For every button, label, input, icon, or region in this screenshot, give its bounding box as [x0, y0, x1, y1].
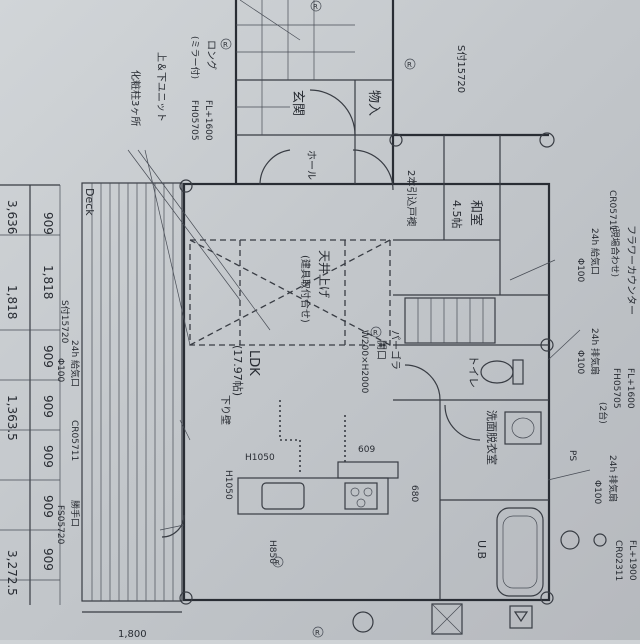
dim-909-b: 909 [41, 345, 55, 368]
r-marker-4: R [373, 329, 378, 337]
note-dim-609: 609 [358, 445, 375, 455]
exterior-fixtures [352, 530, 607, 635]
left-dimension-labels: 909 1,818 909 909 909 909 909 3,636 1,81… [5, 200, 55, 596]
annotations: ロング (ミラー付) 上＆下ユニット 化粧柱3ヶ所 FL+1600 FH0570… [55, 36, 637, 640]
structural-columns [179, 132, 555, 605]
note-haiki-top: 24h 排気扇 [589, 328, 601, 375]
note-flower-sub: (現場合わせ) [609, 225, 621, 277]
r-markers: R R R R R R [220, 0, 416, 638]
note-fh-a: FH05705 [189, 100, 199, 141]
r-marker-6: R [315, 629, 320, 637]
island-dotted-outline [279, 400, 346, 475]
note-unit: 上＆下ユニット [155, 52, 167, 122]
unit-bath [496, 507, 544, 597]
dim-909-f: 909 [41, 548, 55, 571]
r-marker-2: R [223, 41, 228, 49]
note-drop-wall: 下り壁 [219, 395, 232, 425]
void-label: 天井上げ [317, 250, 331, 298]
note-cr: CR05711 [607, 190, 617, 231]
stairs [404, 297, 496, 344]
note-fl1600: FL+1600 [203, 100, 213, 141]
note-ps: PS [567, 450, 577, 461]
room-genkan: 玄関 [290, 90, 305, 116]
note-dim-1800: 1,800 [118, 629, 147, 640]
note-kyuki-side: 24h 給気口 [69, 340, 81, 387]
room-hall: ホール [305, 150, 317, 180]
left-dim-a: 3,636 [5, 200, 19, 234]
r-marker-3: R [407, 61, 412, 69]
room-ub: U.B [475, 540, 488, 559]
note-cr-side: CR05711 [69, 420, 79, 461]
room-ldk-area: (17.97帖) [231, 345, 244, 396]
note-flower: フラワーカウンター [625, 225, 637, 315]
room-labels: 玄関 物入 ホール 和室 4.5帖 LDK (17.97帖) トイレ 洗面脱衣室… [231, 90, 499, 559]
r-marker-5: R [275, 559, 280, 567]
dim-909-e: 909 [41, 495, 55, 518]
room-senmen: 洗面脱衣室 [485, 410, 499, 465]
note-long-sub: (ミラー付) [189, 36, 200, 79]
toilet-bowl [480, 359, 524, 385]
building-walls [182, 0, 551, 602]
r-marker-1: R [313, 3, 318, 11]
room-washitsu-area: 4.5帖 [450, 200, 463, 229]
left-dim-c: 1,363.5 [5, 395, 19, 441]
note-fs: FS05720 [55, 505, 65, 545]
deck-label: Deck [83, 188, 96, 216]
note-haiki-bot: 24h 排気扇 [607, 455, 619, 502]
note-katte: 勝手口 [69, 500, 81, 527]
note-haiki-top-sub: Φ100 [575, 350, 585, 375]
note-dim-680: 680 [409, 485, 419, 502]
annotation-leaders [127, 0, 591, 531]
note-dim-h850: H850 [267, 540, 277, 564]
dim-1818: 1,818 [41, 265, 55, 299]
note-pergola-sub: 開口 [375, 340, 387, 360]
note-opening-size: W200×H2000 [359, 330, 369, 394]
note-pergola: パーゴラ [389, 330, 402, 370]
left-dimension-rail [0, 184, 61, 605]
washbasin [504, 411, 542, 445]
left-dim-d: 3,272.5 [5, 550, 19, 596]
room-toilet: トイレ [467, 355, 480, 388]
note-long: ロング [205, 40, 218, 70]
note-cr-b: CR02311 [613, 540, 623, 581]
note-sliding: 2本引込戸襖 [405, 170, 418, 226]
dim-909-c: 909 [41, 395, 55, 418]
note-h1050: H1050 [245, 453, 275, 463]
void-note: (建具取付合せ) [299, 255, 312, 323]
note-s-side: S付15720 [59, 300, 70, 344]
deck-area [81, 182, 183, 613]
entrance-tile-grid [236, 0, 355, 135]
note-haiki-bot-sub: Φ100 [592, 480, 602, 505]
note-kyuki-side-sub: Φ100 [55, 358, 65, 383]
note-s-top: S付15720 [455, 45, 468, 93]
left-dim-b: 1,818 [5, 285, 19, 319]
kitchen-counter [237, 461, 399, 515]
dim-909-a: 909 [41, 212, 55, 235]
door-swings [161, 89, 481, 538]
ceiling-void-dashed [189, 239, 391, 346]
note-kyuki-top-sub: Φ100 [575, 258, 585, 283]
note-cosmetic: 化粧柱3ヶ所 [129, 70, 142, 126]
dim-909-d: 909 [41, 445, 55, 468]
note-count2: (2台) [597, 402, 609, 424]
note-fh-b: FH05705 [611, 368, 621, 409]
room-monoire: 物入 [366, 90, 381, 116]
note-h1050b: H1050 [223, 470, 233, 500]
room-ldk: LDK [246, 350, 261, 376]
note-kyuki-top: 24h 給気口 [589, 228, 601, 275]
note-fl1900: FL+1900 [627, 540, 637, 581]
note-fl1600b: FL+1600 [625, 368, 635, 409]
room-washitsu: 和室 [468, 200, 484, 226]
